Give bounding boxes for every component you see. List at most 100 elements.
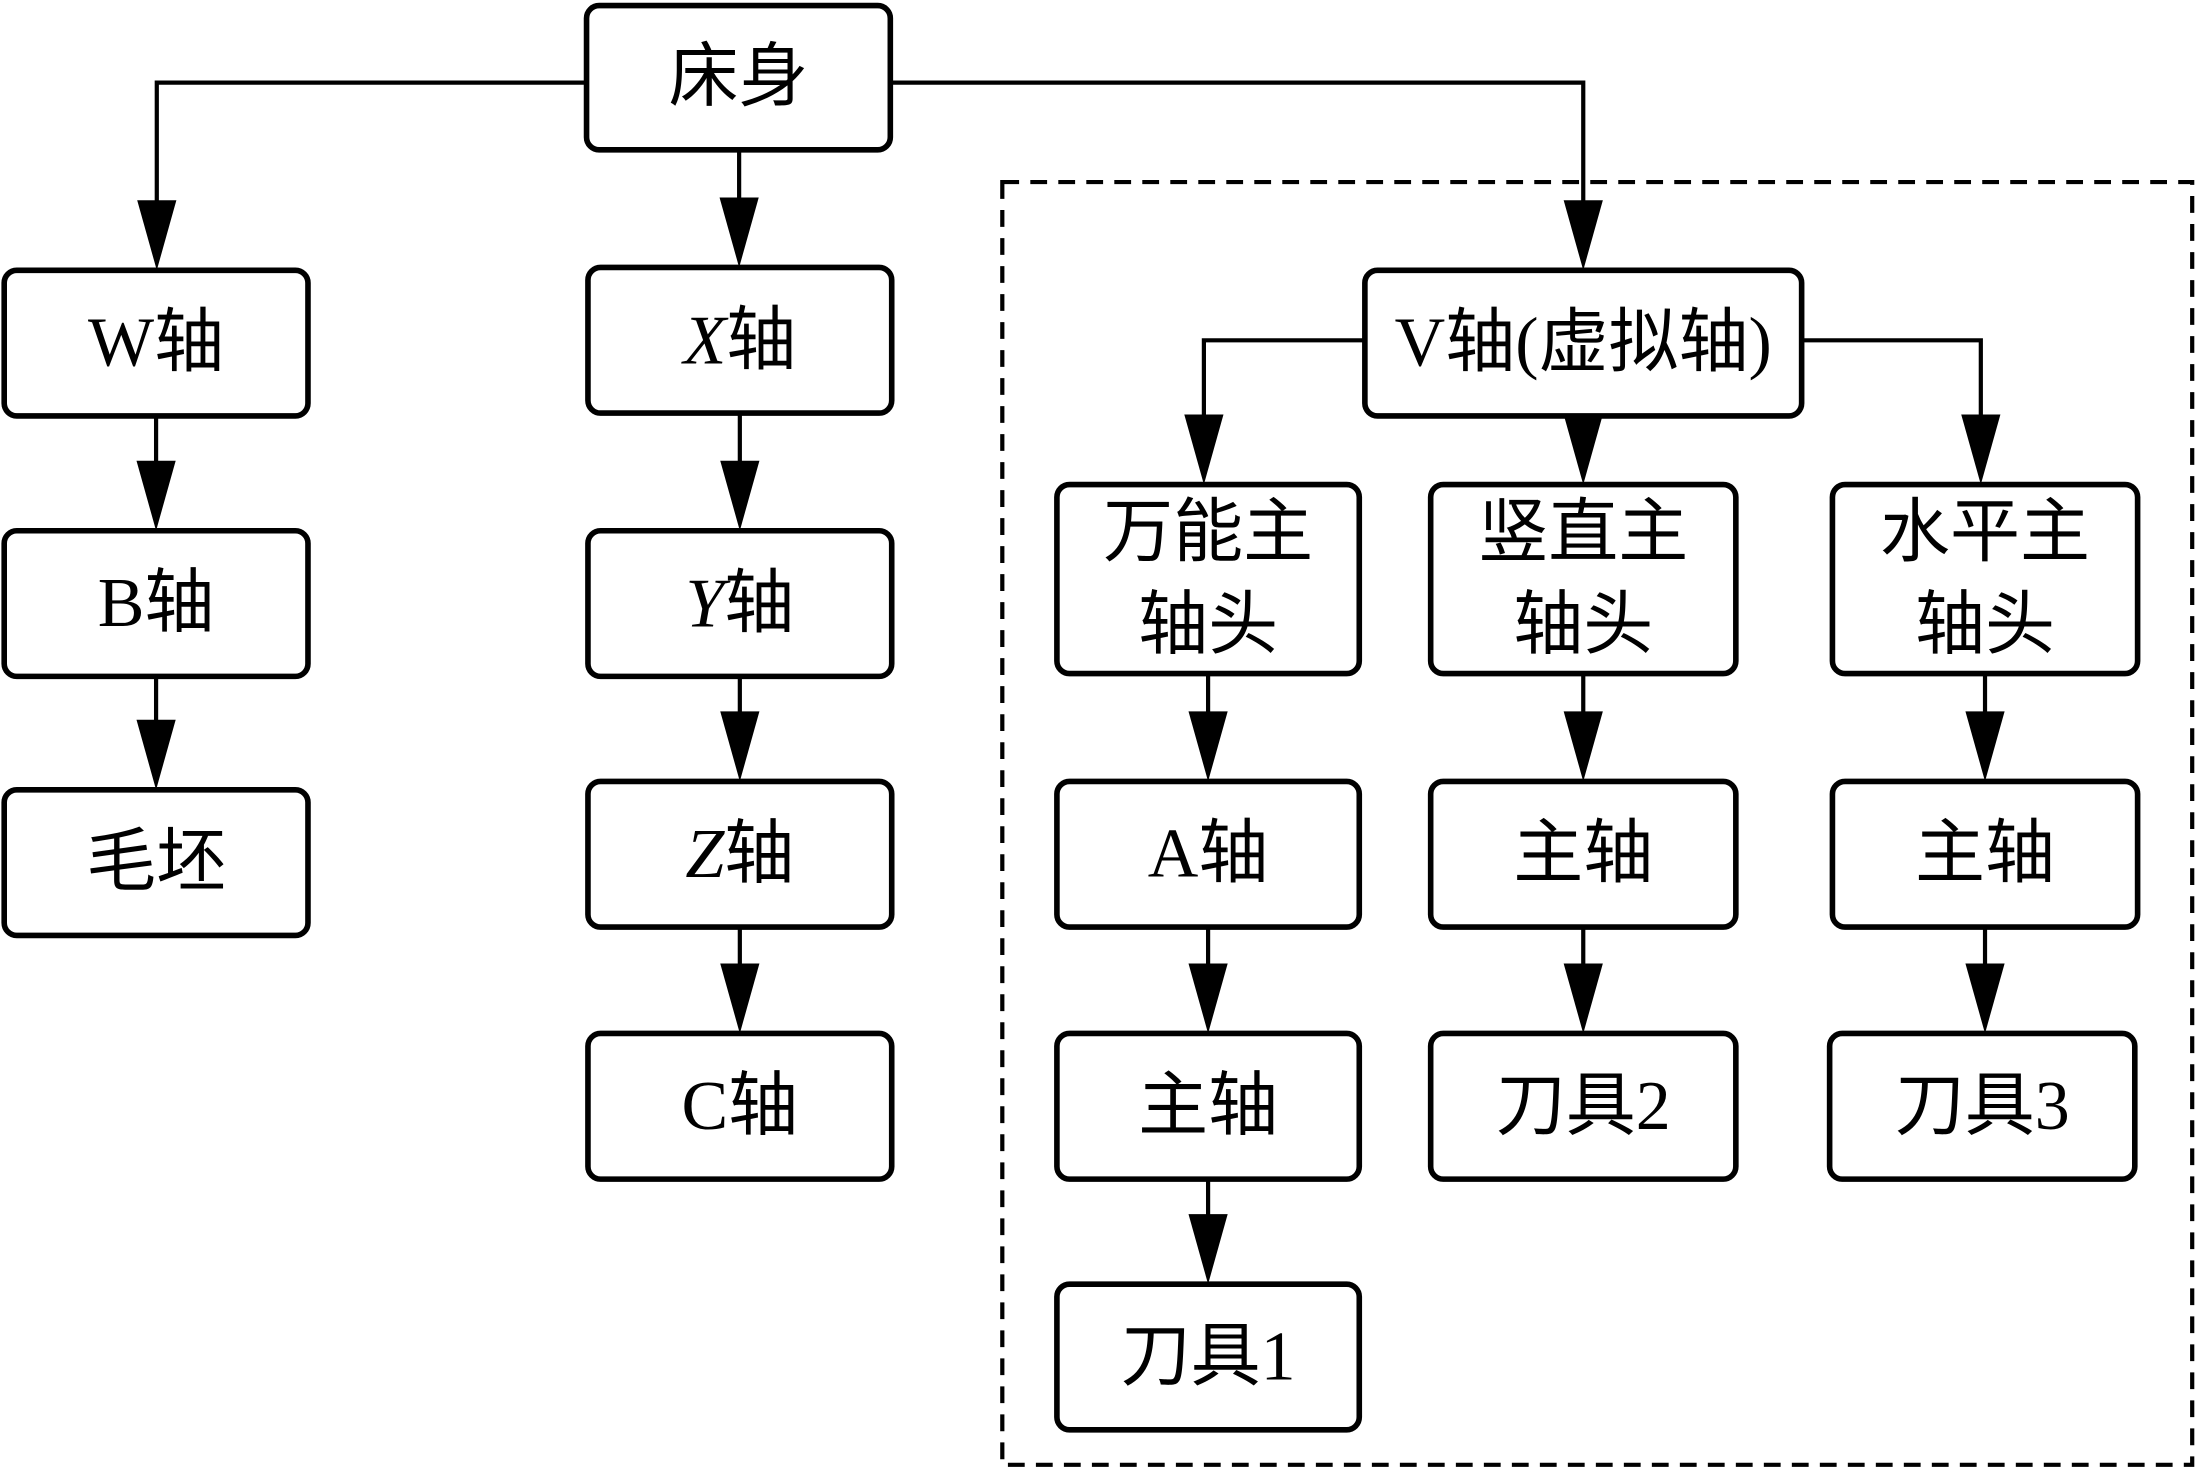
node-a-axis: A轴	[1054, 778, 1363, 930]
node-box	[1362, 267, 1805, 419]
node-label: 刀具1	[1121, 1318, 1296, 1395]
node-x-axis: X轴	[585, 264, 895, 416]
node-label: V轴(虚拟轴)	[1395, 305, 1772, 382]
edge-v_axis-to-horizontal_head	[1801, 338, 2001, 485]
edge-spindle_2-to-tool_2	[1563, 927, 1603, 1034]
node-box	[1, 527, 311, 680]
node-box	[1, 787, 311, 939]
edge-x_axis-to-y_axis	[720, 413, 760, 531]
node-label: 刀具3	[1895, 1068, 2070, 1145]
arrowhead-icon	[1563, 963, 1603, 1034]
arrowhead-icon	[1563, 200, 1603, 271]
arrowhead-icon	[1961, 414, 2001, 485]
node-box	[1829, 481, 2141, 677]
arrowhead-icon	[136, 460, 176, 531]
edge-spindle_3-to-tool_3	[1965, 927, 2005, 1034]
nodes-layer: 床身W轴B轴毛坯X轴Y轴Z轴C轴V轴(虚拟轴)万能主轴头竖直主轴头水平主轴头A轴…	[1, 2, 2141, 1433]
node-label: 万能主	[1103, 494, 1313, 571]
node-box	[1054, 1281, 1363, 1433]
edge-b_axis-to-blank	[136, 676, 176, 790]
node-spindle-1: 主轴	[1054, 1030, 1363, 1182]
node-box	[585, 264, 895, 416]
node-box	[1826, 1030, 2138, 1182]
node-tool-3: 刀具3	[1826, 1030, 2138, 1182]
arrowhead-icon	[1188, 963, 1228, 1034]
edge-bed-to-x_axis	[719, 149, 759, 268]
arrowhead-icon	[137, 200, 177, 271]
node-label: 毛坯	[86, 824, 226, 901]
node-z-axis: Z轴	[585, 778, 895, 930]
node-w-axis: W轴	[1, 267, 311, 419]
node-label: A轴	[1148, 816, 1269, 893]
node-label: X轴	[680, 302, 796, 379]
edge-bed-to-v_axis	[890, 80, 1603, 271]
node-label: 主轴	[1138, 1068, 1278, 1145]
node-tool-2: 刀具2	[1427, 1030, 1739, 1182]
node-label: W轴	[88, 305, 224, 382]
node-label: 轴头	[1138, 587, 1278, 664]
node-label: B轴	[98, 565, 215, 642]
node-label: Z轴	[685, 816, 794, 893]
arrowhead-icon	[1563, 711, 1603, 782]
spindle-head-group-box	[1000, 179, 2195, 1467]
arrowhead-icon	[1965, 963, 2005, 1034]
node-label: 主轴	[1915, 816, 2055, 893]
node-label: 轴头	[1915, 587, 2055, 664]
edge-y_axis-to-z_axis	[720, 676, 760, 782]
node-label: C轴	[681, 1068, 798, 1145]
node-c-axis: C轴	[585, 1030, 895, 1182]
node-box	[1054, 778, 1363, 930]
edge-vertical_head-to-spindle_2	[1563, 673, 1603, 782]
arrowhead-icon	[136, 719, 176, 790]
node-box	[585, 778, 895, 930]
arrowhead-icon	[720, 711, 760, 782]
node-label: 水平主	[1880, 494, 2090, 571]
node-label: 刀具2	[1496, 1068, 1671, 1145]
connector-line	[1201, 338, 1365, 443]
node-y-axis: Y轴	[585, 527, 895, 680]
node-blank: 毛坯	[1, 787, 311, 939]
node-box	[1427, 1030, 1739, 1182]
node-box	[1054, 1030, 1363, 1182]
node-label: Y轴	[685, 565, 794, 642]
arrowhead-icon	[1563, 414, 1603, 485]
arrowhead-icon	[719, 197, 759, 268]
node-box	[583, 2, 894, 153]
node-box	[1427, 778, 1739, 930]
node-bed: 床身	[583, 2, 894, 153]
edge-spindle_1-to-tool_1	[1188, 1179, 1228, 1285]
node-label: 床身	[668, 39, 808, 116]
arrowhead-icon	[1965, 711, 2005, 782]
arrowhead-icon	[720, 963, 760, 1034]
edge-w_axis-to-b_axis	[136, 415, 176, 531]
edge-a_axis-to-spindle_1	[1188, 927, 1228, 1034]
edge-bed-to-w_axis	[137, 80, 587, 271]
arrowhead-icon	[720, 460, 760, 531]
arrowhead-icon	[1188, 1214, 1228, 1285]
edge-v_axis-to-universal_head	[1184, 338, 1365, 485]
node-box	[1829, 778, 2141, 930]
connector-line	[890, 80, 1586, 229]
node-box	[585, 1030, 895, 1182]
node-label: 竖直主	[1478, 494, 1688, 571]
edge-z_axis-to-c_axis	[720, 927, 760, 1034]
node-box	[585, 527, 895, 680]
edge-horizontal_head-to-spindle_3	[1965, 673, 2005, 782]
node-b-axis: B轴	[1, 527, 311, 680]
connector-line	[154, 80, 587, 229]
node-label: 轴头	[1513, 587, 1653, 664]
node-spindle-3: 主轴	[1829, 778, 2141, 930]
node-tool-1: 刀具1	[1054, 1281, 1363, 1433]
node-box	[1, 267, 311, 419]
connector-line	[1801, 338, 1983, 443]
arrowhead-icon	[1188, 711, 1228, 782]
node-label: 主轴	[1513, 816, 1653, 893]
node-spindle-2: 主轴	[1427, 778, 1739, 930]
node-box	[1427, 481, 1739, 677]
arrowhead-icon	[1184, 414, 1224, 485]
node-box	[1054, 481, 1363, 677]
